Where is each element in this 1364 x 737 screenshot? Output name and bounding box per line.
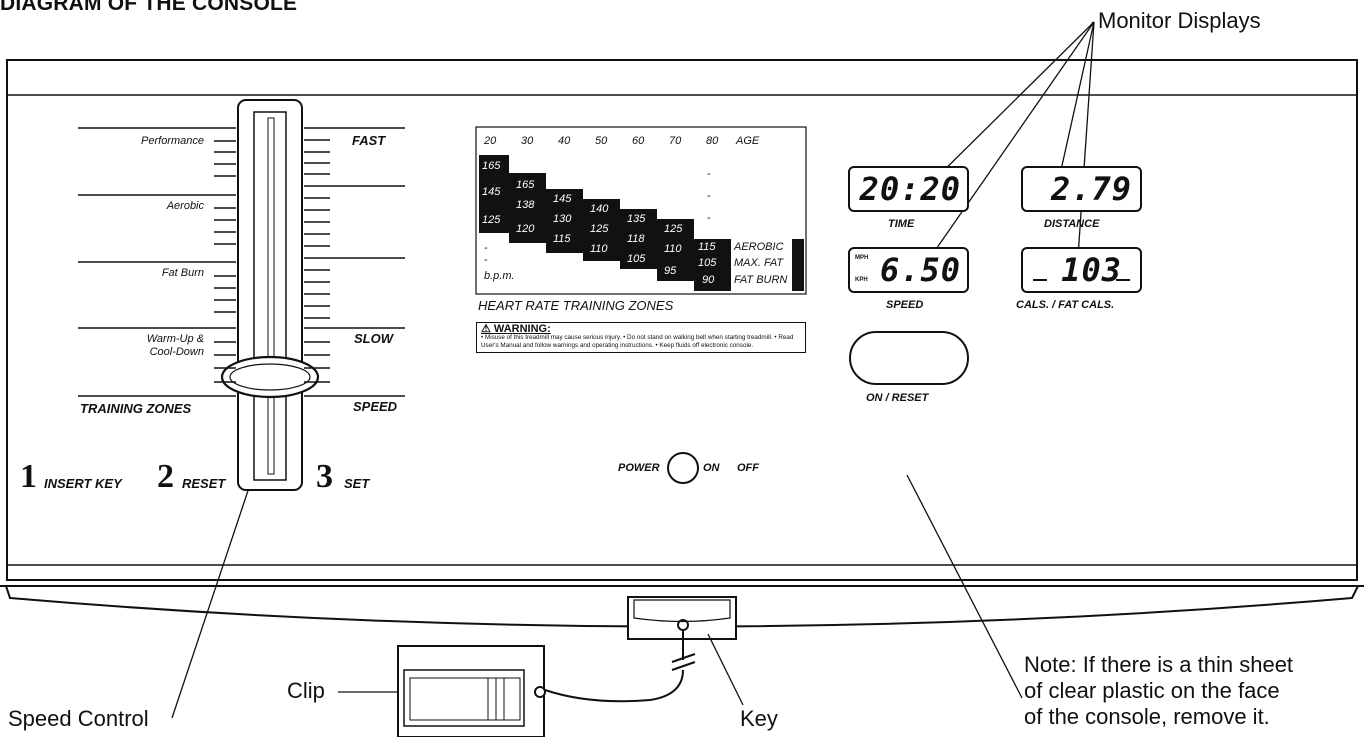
key-callout: Key: [740, 706, 778, 731]
svg-text:-: -: [484, 242, 488, 254]
age-40: 40: [558, 135, 571, 147]
note-line-2: of clear plastic on the face: [1024, 678, 1280, 703]
training-zones-footer: TRAINING ZONES: [80, 401, 192, 416]
age-50: 50: [595, 135, 608, 147]
hr-20-mid: 145: [482, 186, 501, 198]
hr-30-mid: 138: [516, 199, 535, 211]
hr-20-bot: 125: [482, 214, 501, 226]
clip-callout: Clip: [287, 678, 325, 703]
speed-footer: SPEED: [353, 399, 398, 414]
warning-heading: WARNING:: [493, 323, 551, 335]
hr-40-top: 145: [553, 193, 572, 205]
power-on-label: ON: [703, 462, 720, 474]
age-60: 60: [632, 135, 645, 147]
svg-text:-: -: [484, 254, 488, 266]
calories-label: CALS. / FAT CALS.: [1016, 299, 1115, 311]
speed-unit-mph: MPH: [855, 255, 869, 261]
age-label: AGE: [736, 135, 760, 147]
speed-slider-knob[interactable]: [222, 357, 318, 397]
hr-80-fatburn: 90: [702, 274, 715, 286]
zone-label-fat-burn: FAT BURN: [734, 274, 788, 286]
warning-label: ⚠ WARNING: • Misuse of this treadmill ma…: [476, 322, 806, 353]
monitor-displays-callout: Monitor Displays: [1098, 8, 1261, 33]
zone-fat-burn: Fat Burn: [161, 267, 204, 279]
step-3-number: 3: [316, 458, 333, 495]
hr-50-mid: 125: [590, 223, 609, 235]
zone-performance: Performance: [141, 135, 204, 147]
power-off-label: OFF: [737, 462, 759, 474]
speed-slow: SLOW: [354, 331, 393, 346]
step-2-number: 2: [157, 458, 174, 495]
zone-label-aerobic: AEROBIC: [734, 241, 784, 253]
calories-value: 103: [1061, 251, 1122, 289]
age-30: 30: [521, 135, 534, 147]
warning-text: • Misuse of this treadmill may cause ser…: [481, 334, 794, 349]
step-1-number: 1: [20, 458, 37, 495]
hr-70-mid: 110: [664, 243, 682, 255]
time-label: TIME: [888, 218, 915, 230]
hr-50-bot: 110: [590, 243, 608, 255]
distance-display: 2.79: [1021, 166, 1142, 212]
hr-80-maxfat: 105: [698, 257, 717, 269]
power-switch[interactable]: [668, 453, 698, 483]
heart-rate-chart: 20 30 40 50 60 70 80 AGE - - - - - 165 1…: [476, 127, 806, 294]
calories-indicator-right: [1116, 279, 1130, 281]
note-callout: Note: If there is a thin sheet of clear …: [1024, 652, 1293, 730]
heart-rate-caption: HEART RATE TRAINING ZONES: [478, 298, 674, 313]
hr-60-mid: 118: [627, 233, 645, 245]
hr-zone-bands: - - - - -: [479, 155, 804, 291]
note-line-1: Note: If there is a thin sheet: [1024, 652, 1294, 677]
hr-80-aerobic: 115: [698, 241, 716, 253]
speed-value: 6.50: [879, 251, 961, 289]
on-reset-button[interactable]: [850, 332, 968, 384]
hr-30-bot: 120: [516, 223, 535, 235]
hr-60-bot: 105: [627, 253, 646, 265]
on-reset-label: ON / RESET: [866, 392, 929, 404]
svg-text:-: -: [707, 190, 711, 202]
warning-triangle-icon: ⚠: [481, 323, 494, 335]
distance-value: 2.79: [1050, 170, 1132, 208]
zone-label-max-fat: MAX. FAT: [734, 257, 784, 269]
zone-aerobic: Aerobic: [166, 200, 204, 212]
bpm-unit: b.p.m.: [484, 270, 515, 282]
age-80: 80: [706, 135, 719, 147]
step-3-label: SET: [344, 476, 370, 491]
step-1-label: INSERT KEY: [44, 476, 122, 491]
speed-fast: FAST: [352, 133, 386, 148]
note-line-3: of the console, remove it.: [1024, 704, 1270, 729]
svg-text:-: -: [707, 212, 711, 224]
speed-control-callout: Speed Control: [8, 706, 149, 731]
hr-60-top: 135: [627, 213, 646, 225]
age-70: 70: [669, 135, 682, 147]
page-title: DIAGRAM OF THE CONSOLE: [0, 0, 298, 15]
speed-unit-kph: KPH: [855, 277, 868, 283]
zone-warm-up: Warm-Up &: [146, 333, 204, 345]
hr-40-bot: 115: [553, 233, 571, 245]
step-2-label: RESET: [182, 476, 226, 491]
distance-label: DISTANCE: [1044, 218, 1100, 230]
hr-50-top: 140: [590, 203, 609, 215]
hr-30-top: 165: [516, 179, 535, 191]
speed-display: MPH KPH 6.50: [848, 247, 969, 293]
hr-20-top: 165: [482, 160, 501, 172]
time-value: 20:20: [859, 170, 961, 208]
calories-display: 103: [1021, 247, 1142, 293]
svg-text:-: -: [707, 168, 711, 180]
hr-40-mid: 130: [553, 213, 572, 225]
speed-label: SPEED: [886, 299, 924, 311]
calories-indicator-left: [1033, 279, 1047, 281]
power-label: POWER: [618, 462, 660, 474]
hr-70-top: 125: [664, 223, 683, 235]
age-20: 20: [484, 135, 497, 147]
time-display: 20:20: [848, 166, 969, 212]
hr-70-bot: 95: [664, 265, 677, 277]
zone-cool-down: Cool-Down: [149, 346, 204, 358]
